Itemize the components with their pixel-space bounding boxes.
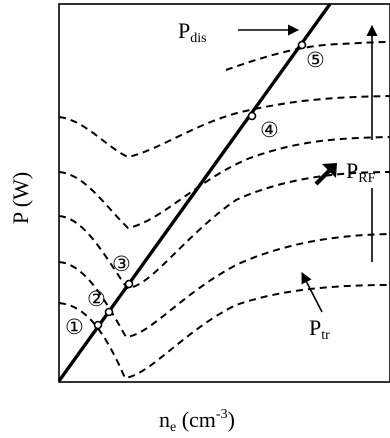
power-curves <box>58 41 390 380</box>
point-labels: ① ② ③ ④ ⑤ <box>65 48 325 339</box>
marker-2 <box>104 307 114 317</box>
p-dis-annotation: Pdis <box>178 18 300 46</box>
dashed-curve <box>58 136 390 230</box>
p-rf-annotation: PRF <box>314 24 378 262</box>
x-axis-label: ne (cm-3) <box>159 407 235 435</box>
p-dis-label: Pdis <box>178 18 207 46</box>
dashed-curve <box>58 171 390 290</box>
p-rf-bold-arrow <box>314 163 337 186</box>
p-tr-annotation: Ptr <box>301 272 330 343</box>
dashed-curve <box>58 233 390 339</box>
dashed-curve <box>58 95 390 159</box>
marker-3 <box>124 279 134 289</box>
intersection-markers <box>93 40 307 330</box>
dashed-curve <box>58 284 390 380</box>
point-label-2: ② <box>87 287 106 311</box>
point-label-5: ⑤ <box>306 48 325 72</box>
point-label-4: ④ <box>260 118 279 142</box>
p-rf-label: PRF <box>346 158 376 186</box>
marker-4 <box>247 111 257 121</box>
discharge-line <box>57 3 332 382</box>
plot-frame <box>58 3 390 383</box>
point-label-3: ③ <box>112 252 131 276</box>
marker-5 <box>297 40 307 50</box>
y-axis-label: P (W) <box>8 172 33 224</box>
p-tr-label: Ptr <box>309 315 330 343</box>
dashed-curve <box>225 41 390 71</box>
point-label-1: ① <box>65 315 84 339</box>
marker-1 <box>93 320 103 330</box>
p-tr-arrow <box>301 272 323 313</box>
